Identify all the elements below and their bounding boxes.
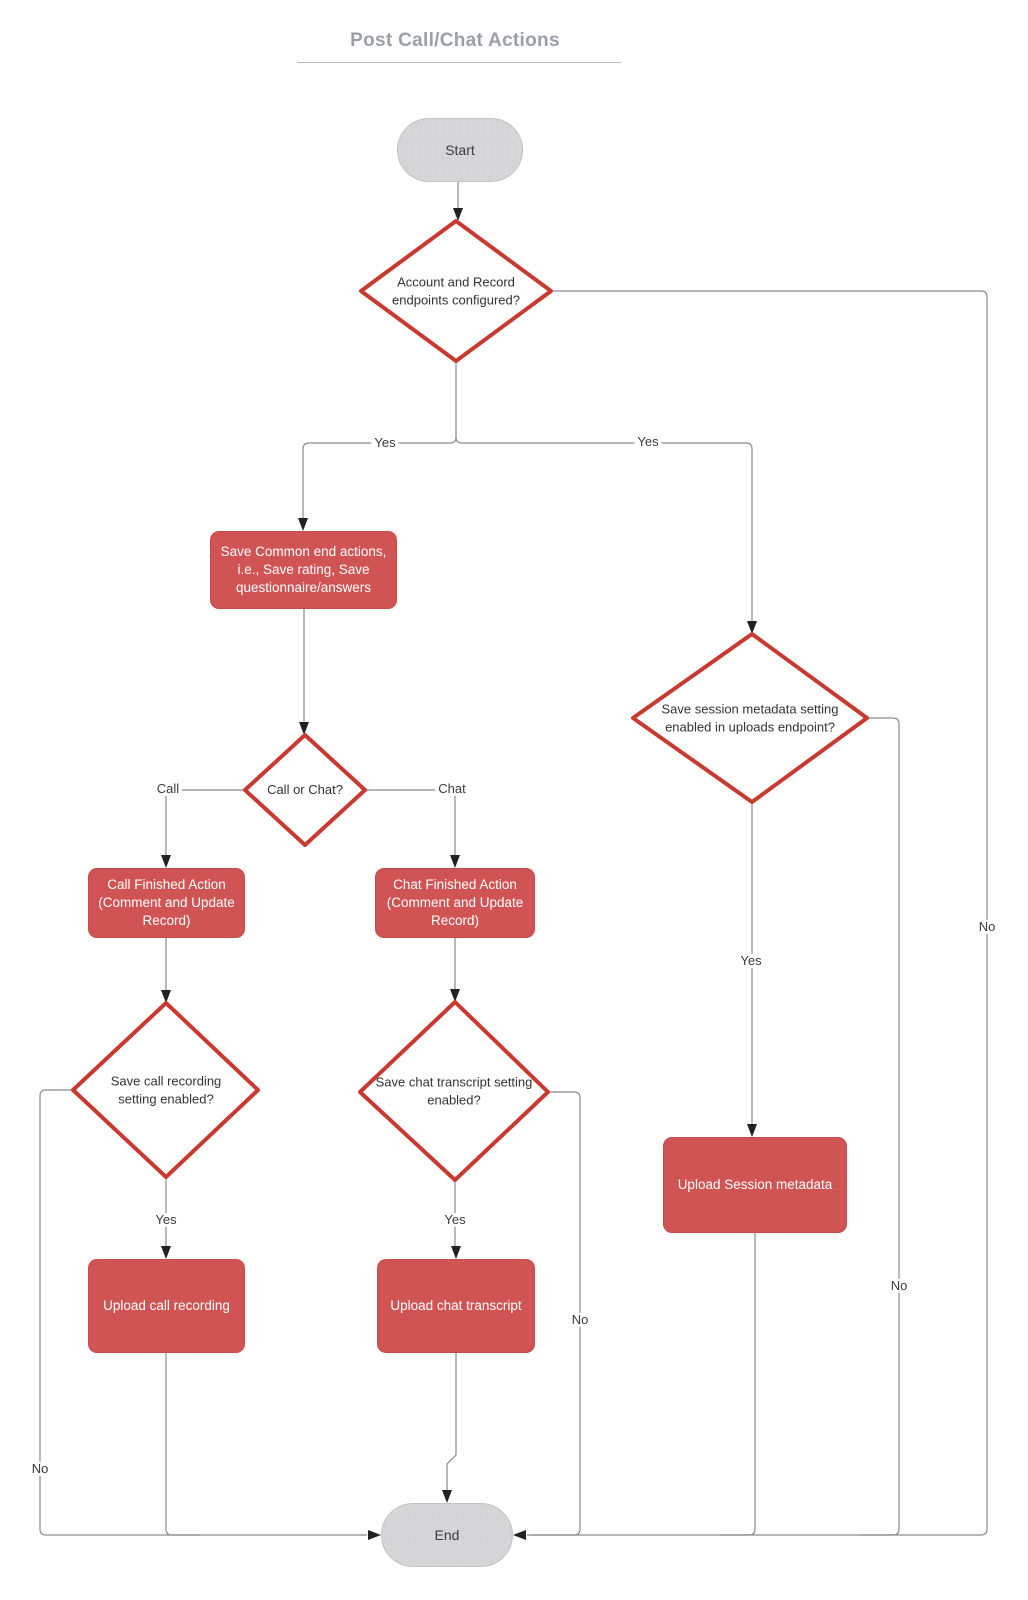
- edge-label-call: Call: [153, 781, 183, 797]
- decision-save-call-recording-shape: [71, 1001, 260, 1179]
- process-upload-session-metadata: Upload Session metadata: [663, 1137, 847, 1233]
- decision-save-chat-transcript: Save chat transcript setting enabled?: [375, 1074, 533, 1107]
- decision-call-or-chat-shape: [243, 733, 367, 847]
- decision-save-call-recording: Save call recording setting enabled?: [110, 1073, 222, 1106]
- decision-save-chat-transcript-shape: [358, 1000, 550, 1182]
- decision-endpoints-configured-shape: [359, 219, 553, 363]
- decision-save-session-metadata-shape: [631, 632, 869, 804]
- edge-label-no-endpoints: No: [975, 919, 999, 935]
- edge-label-no-session: No: [887, 1278, 911, 1294]
- decision-endpoints-configured: Account and Record endpoints configured?: [392, 274, 520, 307]
- title-underline: [297, 62, 621, 63]
- edge-label-yes-transcript: Yes: [441, 1212, 469, 1228]
- edge-label-yes-left: Yes: [371, 435, 399, 451]
- flowchart-title: Post Call/Chat Actions: [350, 30, 560, 51]
- end-node: End: [381, 1503, 513, 1567]
- start-node: Start: [397, 118, 523, 182]
- process-call-finished-action: Call Finished Action (Comment and Update…: [88, 868, 245, 938]
- decision-save-session-metadata: Save session metadata setting enabled in…: [661, 701, 839, 734]
- edge-label-yes-recording: Yes: [152, 1212, 180, 1228]
- edge-label-no-recording: No: [28, 1461, 52, 1477]
- process-upload-call-recording: Upload call recording: [88, 1259, 245, 1353]
- edge-label-no-transcript: No: [568, 1312, 592, 1328]
- edge-label-yes-right: Yes: [634, 434, 662, 450]
- decision-call-or-chat: Call or Chat?: [267, 782, 343, 798]
- edge-label-chat: Chat: [435, 781, 469, 797]
- process-upload-chat-transcript: Upload chat transcript: [377, 1259, 535, 1353]
- edge-label-yes-session: Yes: [737, 953, 765, 969]
- process-chat-finished-action: Chat Finished Action (Comment and Update…: [375, 868, 535, 938]
- process-save-common-actions: Save Common end actions, i.e., Save rati…: [210, 531, 397, 609]
